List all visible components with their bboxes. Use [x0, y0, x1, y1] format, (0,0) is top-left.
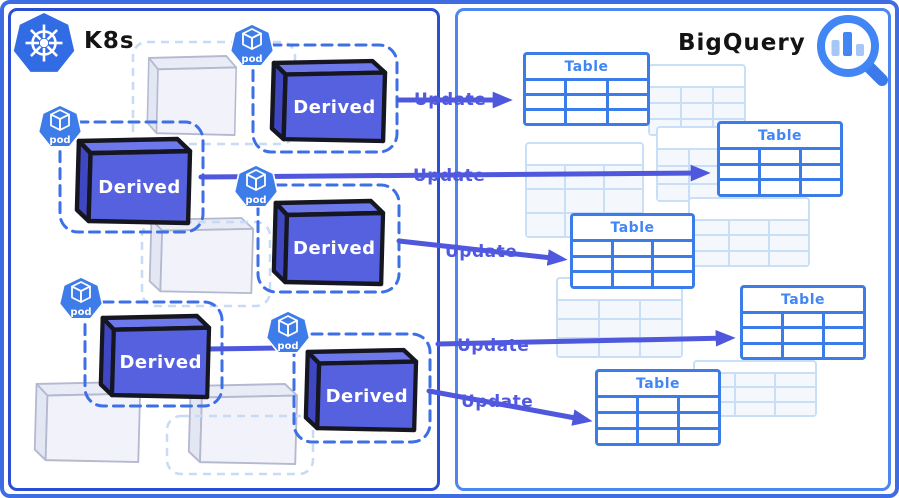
table-grid [598, 398, 718, 443]
derived-cube: Derived [98, 313, 212, 400]
cube-label: Derived [293, 238, 376, 260]
table-card: Table [570, 213, 695, 289]
update-arrow [205, 345, 282, 352]
bigquery-title: BigQuery [678, 30, 806, 56]
table-grid [526, 81, 647, 123]
pod-cube-icon [242, 28, 262, 50]
pod-cube-icon [50, 109, 70, 131]
pod-badge-label: pod [70, 307, 91, 318]
pod-badge-label: pod [245, 195, 266, 206]
update-arrow [435, 329, 736, 347]
table-title: Table [573, 216, 692, 242]
cube-label: Derived [98, 176, 181, 198]
table-title: Table [743, 288, 863, 314]
table-card: Table [523, 52, 650, 126]
k8s-title: K8s [84, 28, 135, 54]
derived-cube: Derived [269, 58, 388, 144]
update-label: Update [457, 336, 530, 356]
pod-badge: pod [229, 23, 275, 67]
update-arrow [426, 388, 593, 426]
table-title: Table [720, 124, 840, 150]
pod-badge-label: pod [49, 135, 70, 146]
update-label: Update [461, 392, 534, 412]
derived-cube: Derived [303, 347, 419, 433]
cube-label: Derived [325, 385, 409, 407]
pod-badge: pod [58, 276, 104, 320]
pod-badge: pod [37, 104, 83, 148]
table-grid [720, 150, 840, 194]
update-label: Update [413, 166, 486, 186]
cube-label: Derived [119, 352, 202, 374]
table-title: Table [526, 55, 647, 81]
cube-label: Derived [293, 96, 376, 118]
ghost-boundary [131, 40, 315, 476]
table-card: Table [717, 121, 843, 197]
update-arrow [198, 164, 711, 182]
ghost-table [556, 277, 683, 358]
ghost-table [688, 197, 810, 267]
update-arrow [396, 238, 568, 266]
table-grid [743, 314, 863, 357]
pod-boundary [292, 332, 432, 444]
pod-badge-label: pod [277, 341, 298, 352]
update-label: Update [445, 242, 518, 262]
pod-badge-label: pod [241, 54, 262, 65]
derived-cube: Derived [74, 136, 193, 226]
derived-cube: Derived [271, 198, 386, 287]
table-card: Table [595, 369, 721, 446]
pod-boundary [83, 300, 224, 408]
pod-cube-icon [278, 315, 298, 337]
bigquery-logo-icon [817, 15, 888, 86]
pod-cube-icon [246, 169, 266, 191]
pod-cube-icon [71, 281, 91, 303]
k8s-panel [8, 8, 440, 491]
table-title: Table [598, 372, 718, 398]
table-grid [573, 242, 692, 286]
update-label: Update [414, 90, 487, 110]
k8s-logo-icon [13, 13, 75, 72]
pod-badge: pod [265, 310, 311, 354]
table-card: Table [740, 285, 866, 360]
pod-badge: pod [233, 164, 279, 208]
